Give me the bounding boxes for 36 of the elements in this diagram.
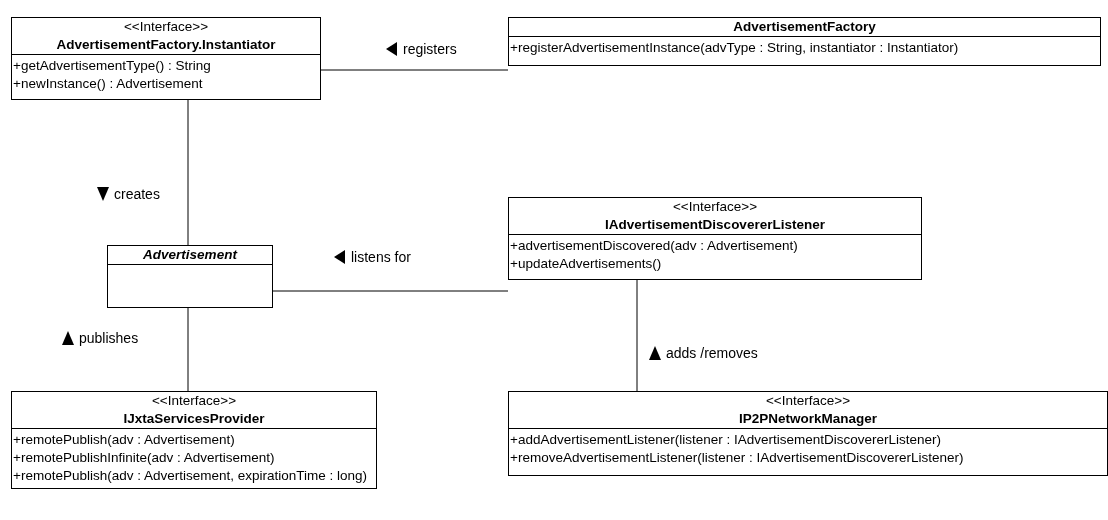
stereotype: <<Interface>> [764, 392, 852, 410]
operation: +remotePublishInfinite(adv : Advertisement) [13, 449, 276, 467]
operation: +getAdvertisementType() : String [13, 57, 212, 75]
class-name: AdvertisementFactory.Instantiator [55, 36, 277, 54]
edge-label: listens for [351, 249, 411, 265]
operation: +advertisementDiscovered(adv : Advertisement) [510, 237, 799, 255]
operation: +registerAdvertisementInstance(advType : String, instantiator : Instantiator) [510, 39, 960, 57]
class-box [107, 245, 273, 308]
class-name: Advertisement [142, 246, 239, 264]
edge-label: adds /removes [666, 345, 758, 361]
edge-label: creates [114, 186, 160, 202]
class-box [11, 17, 321, 100]
operation: +newInstance() : Advertisement [13, 75, 204, 93]
association-line [320, 69, 509, 71]
edge-label: publishes [79, 330, 139, 346]
class-name: IAdvertisementDiscovererListener [604, 216, 826, 234]
class-name: AdvertisementFactory [732, 18, 877, 36]
operation: +updateAdvertisements() [510, 255, 663, 273]
class-box [508, 17, 1101, 66]
operation: +remotePublish(adv : Advertisement, expirationTime : long) [13, 467, 369, 485]
edge-label: registers [403, 41, 457, 57]
class-box [11, 391, 377, 489]
association-line [187, 99, 189, 246]
class-name: IP2PNetworkManager [737, 410, 878, 428]
operation: +remotePublish(adv : Advertisement) [13, 431, 236, 449]
stereotype: <<Interface>> [671, 198, 759, 216]
class-box [508, 391, 1108, 476]
operation: +removeAdvertisementListener(listener : IAdvertisementDiscovererListener) [510, 449, 965, 467]
association-line [187, 307, 189, 392]
stereotype: <<Interface>> [122, 18, 210, 36]
operation: +addAdvertisementListener(listener : IAdvertisementDiscovererListener) [510, 431, 943, 449]
class-box [508, 197, 922, 280]
stereotype: <<Interface>> [150, 392, 238, 410]
class-name: IJxtaServicesProvider [122, 410, 266, 428]
association-line [636, 279, 638, 392]
association-line [272, 290, 509, 292]
